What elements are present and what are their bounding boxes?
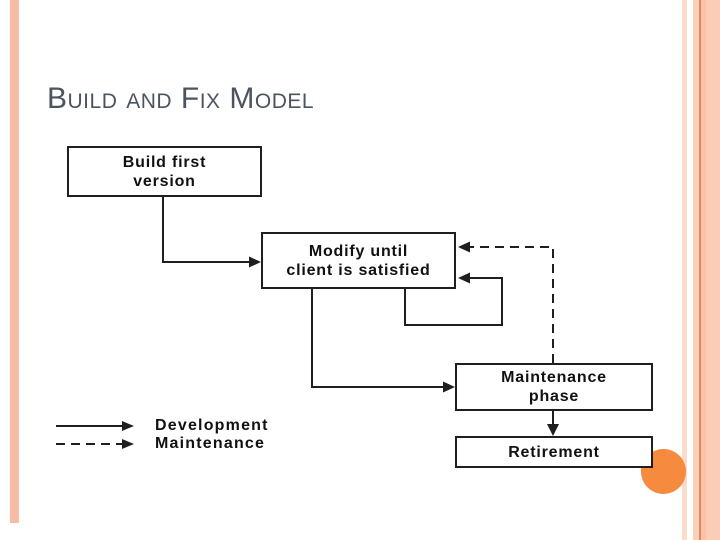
box-maintenance-line2: phase	[528, 388, 580, 405]
right-accent-stripe-5	[706, 0, 720, 540]
box-maintenance-line1: Maintenance	[501, 369, 607, 386]
box-maintenance-phase: Maintenance phase	[455, 363, 653, 411]
box-modify-line2: client is satisfied	[286, 261, 431, 279]
box-build-first-version: Build first version	[67, 146, 262, 197]
legend-solid-arrow-head	[122, 421, 134, 431]
arrow-maintenance-to-modify-head	[458, 241, 470, 253]
legend-dashed-arrow-head	[122, 439, 134, 449]
arrow-modify-loop-head	[458, 272, 470, 284]
arrow-modify-to-maintenance-line	[311, 287, 443, 388]
legend-label-development: Development	[155, 417, 269, 434]
arrow-build-to-modify-line	[162, 197, 249, 263]
arrow-build-to-modify-head	[249, 256, 261, 268]
arrow-maintenance-to-modify-line	[470, 246, 554, 363]
right-accent-stripe-2	[693, 0, 699, 540]
box-build-line2: version	[133, 172, 196, 190]
arrow-maintenance-to-retirement-head	[547, 424, 559, 436]
slide-title: Build and Fix Model	[47, 82, 315, 115]
box-retirement-line1: Retirement	[508, 443, 600, 461]
right-accent-stripe-4	[701, 0, 706, 540]
right-accent-stripe-3	[699, 0, 701, 540]
box-modify-line1: Modify until	[308, 242, 409, 260]
arrow-modify-to-maintenance-head	[443, 381, 455, 393]
legend-label-maintenance: Maintenance	[155, 435, 266, 452]
right-accent-stripe-1	[682, 0, 687, 540]
box-retirement: Retirement	[455, 436, 653, 468]
box-build-line1: Build first	[122, 153, 207, 171]
left-accent-stripe	[10, 0, 19, 523]
box-modify-until-satisfied: Modify until client is satisfied	[261, 232, 456, 289]
